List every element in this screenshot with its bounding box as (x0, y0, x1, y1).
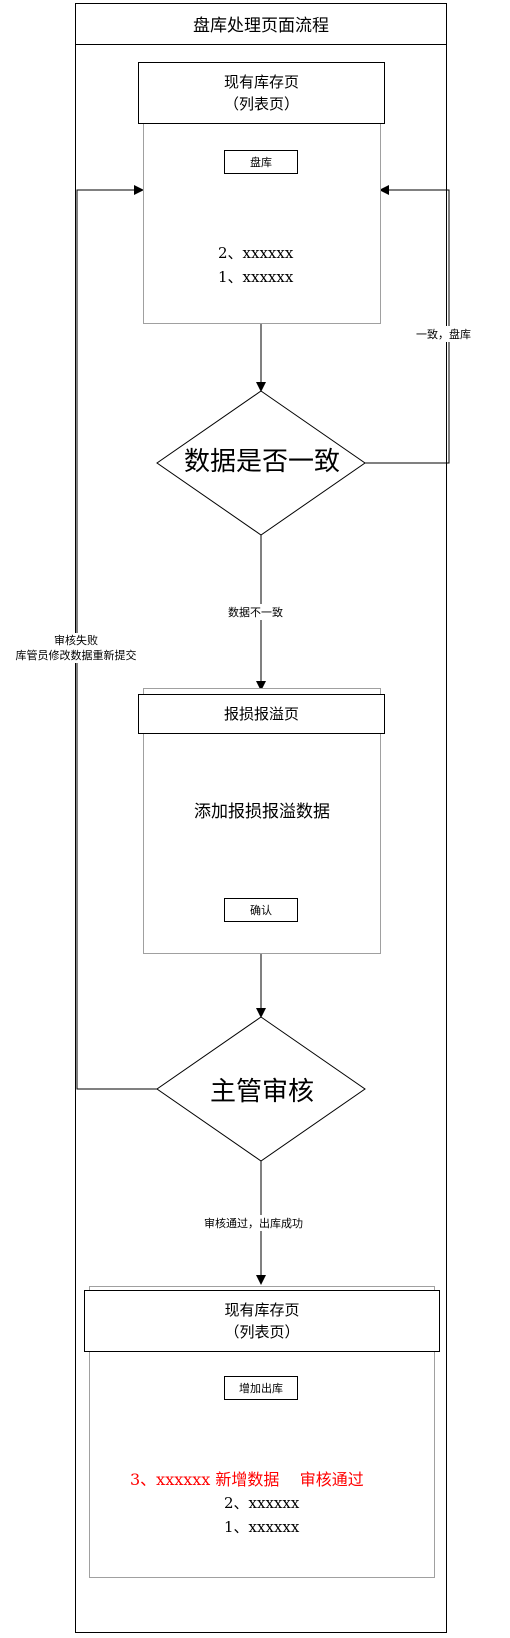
stocktake-button[interactable]: 盘库 (224, 150, 298, 174)
decision-consistent-label: 数据是否一致 (182, 420, 342, 504)
result-page-title-line2: （列表页） (224, 1323, 300, 1341)
damage-page-header: 报损报溢页 (138, 694, 385, 734)
decision-review-label: 主管审核 (182, 1068, 342, 1110)
edge-consistent-label: 一致，盘库 (416, 326, 471, 342)
edge-review-fail-line2: 库管员修改数据重新提交 (15, 648, 137, 663)
damage-page-title: 报损报溢页 (223, 705, 299, 723)
inventory-list-item-1: 1、xxxxxx (218, 268, 294, 286)
result-new-item: 3、xxxxxx 新增数据 审核通过 (130, 1470, 364, 1489)
flow-frame (75, 3, 447, 1633)
diagram-title: 盘库处理页面流程 (75, 3, 447, 45)
inventory-list-item-2: 2、xxxxxx (218, 244, 294, 262)
result-list-item-2: 2、xxxxxx (224, 1494, 300, 1512)
damage-page-content: 添加报损报溢数据 (188, 800, 336, 824)
inventory-page-title-line1: 现有库存页 (223, 73, 299, 91)
result-list-item-1: 1、xxxxxx (224, 1518, 300, 1536)
edge-review-pass-label: 审核通过，出库成功 (204, 1215, 303, 1231)
decision-review-text: 主管审核 (209, 1076, 314, 1107)
damage-page-content-text: 添加报损报溢数据 (194, 802, 330, 822)
edge-review-fail-label: 审核失败 库管员修改数据重新提交 (4, 633, 148, 663)
decision-consistent-text: 数据是否一致 (183, 447, 340, 477)
edge-review-fail-line1: 审核失败 (54, 633, 98, 648)
add-outbound-button[interactable]: 增加出库 (224, 1376, 298, 1400)
confirm-button[interactable]: 确认 (224, 898, 298, 922)
result-page-header: 现有库存页 （列表页） (84, 1290, 440, 1352)
result-page-title-line1: 现有库存页 (224, 1301, 300, 1319)
edge-inconsistent-label: 数据不一致 (228, 604, 283, 620)
inventory-page-title-line2: （列表页） (223, 95, 299, 113)
inventory-page-header: 现有库存页 （列表页） (138, 62, 385, 124)
